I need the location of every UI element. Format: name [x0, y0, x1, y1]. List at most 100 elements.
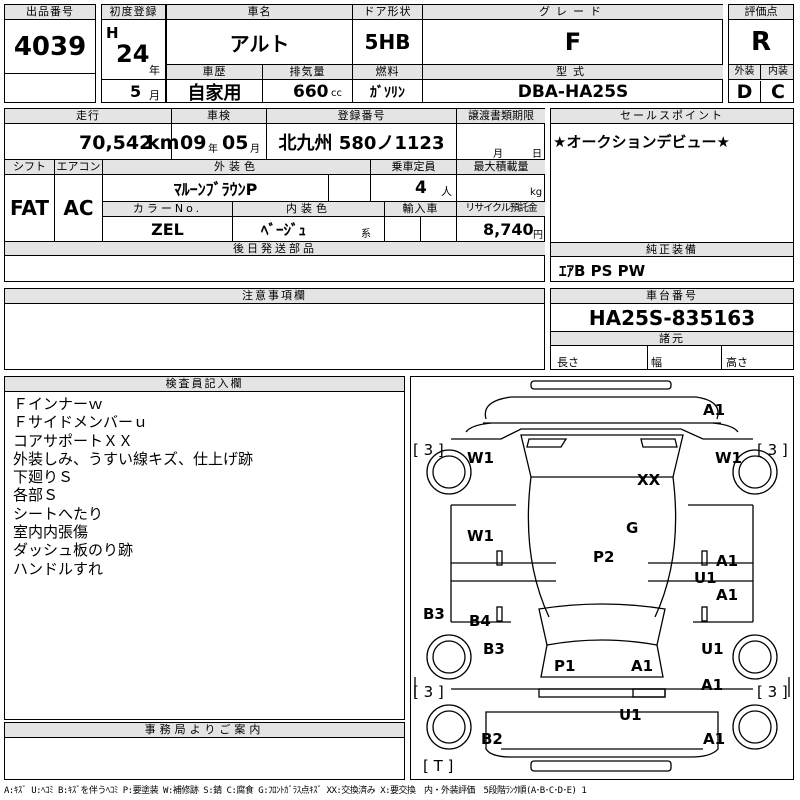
mark-u1-right: U1: [694, 569, 717, 587]
int-score: C: [771, 81, 785, 103]
office-label: 事務局よりご案内: [5, 723, 404, 738]
import-cell-2: [421, 217, 457, 241]
inspector-line: コアサポートＸＸ: [13, 431, 134, 450]
ext-score: D: [729, 81, 761, 103]
equipment-label: 純正装備: [551, 242, 793, 257]
grade: F: [423, 20, 723, 65]
displacement-unit: cc: [331, 88, 342, 99]
ac: AC: [55, 175, 103, 241]
int-color: ﾍﾞｰｼﾞｭ: [261, 221, 307, 239]
bracket-bottom-left: [ 3 ]: [413, 683, 444, 701]
mileage: 70,542: [79, 132, 153, 154]
displacement-label: 排気量: [263, 65, 353, 80]
mark-w1-mid: W1: [467, 527, 494, 545]
import-label: 輸入車: [385, 202, 457, 217]
displacement: 660: [293, 82, 329, 102]
later-parts-label: 後日発送部品: [5, 241, 545, 256]
inspection-month: 05: [222, 132, 249, 154]
mark-b3-left: B3: [423, 605, 445, 623]
int-color-cell: ﾍﾞｰｼﾞｭ 系: [233, 217, 385, 241]
mark-a1-right-2: A1: [716, 586, 739, 604]
inspection-label: 車検: [172, 109, 267, 124]
inspector-notes: Ｆインナーｗ Ｆサイドメンバーｕ コアサポートＸＸ 外装しみ、うすい線キズ、仕上…: [13, 395, 253, 578]
ext-color-label: 外装色: [103, 160, 371, 175]
bracket-top-right: [ 3 ]: [757, 441, 788, 459]
mark-u1-bottom: U1: [619, 706, 642, 724]
inspection-month-unit: 月: [250, 144, 260, 155]
mark-b3-mid: B3: [483, 640, 505, 658]
int-color-suffix: 系: [361, 229, 371, 240]
inspector-line: 各部Ｓ: [13, 486, 59, 505]
inspector-box: 検査員記入欄 Ｆインナーｗ Ｆサイドメンバーｕ コアサポートＸＸ 外装しみ、うす…: [4, 376, 405, 720]
model-label: 型式: [423, 65, 723, 80]
capacity-unit: 人: [441, 185, 452, 198]
first-reg-month-unit: 月: [149, 89, 160, 102]
first-reg-label: 初度登録: [102, 5, 165, 20]
recycle-label: リサイクル預託金: [457, 202, 545, 217]
inspector-line: 下廻りＳ: [13, 468, 74, 487]
mileage-unit: km: [147, 132, 180, 154]
legend: A:ｷｽﾞ U:ﾍｺﾐ B:ｷｽﾞを伴うﾍｺﾐ P:要塗装 W:補修跡 S:錆 …: [4, 786, 587, 796]
first-reg-month: 5: [130, 82, 142, 101]
lot-label: 出品番号: [5, 5, 95, 20]
top-grid: 車名 ドア形状 グレード アルト 5HB F 車歴 排気量 燃料 型式 自家用 …: [166, 4, 723, 104]
ext-score-label: 外装: [729, 65, 761, 79]
bracket-tailgate: [ T ]: [423, 757, 454, 775]
inspector-line: シートへたり: [13, 504, 104, 523]
mark-b2: B2: [481, 730, 503, 748]
mark-a1-bottom: A1: [703, 730, 726, 748]
equipment: ｴｱB PS PW: [559, 262, 646, 280]
plate-label: 登録番号: [267, 109, 457, 124]
door-label: ドア形状: [353, 5, 423, 20]
mark-a1-right-1: A1: [716, 552, 739, 570]
shift-label: シフト: [5, 160, 55, 175]
capacity: 4: [415, 178, 427, 198]
ext-color: ﾏﾙｰﾝﾌﾞﾗｳﾝP: [103, 175, 329, 202]
office-box: 事務局よりご案内: [4, 722, 405, 780]
chassis-label: 車台番号: [551, 289, 793, 304]
inspector-line: 外装しみ、うすい線キズ、仕上げ跡: [13, 449, 254, 468]
inspector-line: ハンドルすれ: [13, 559, 104, 578]
inspector-line: Ｆインナーｗ: [13, 395, 104, 413]
mileage-cell: 70,542 km: [5, 124, 179, 160]
spec-height-label: 高さ: [726, 356, 748, 369]
spec-divider-2: [721, 346, 722, 369]
max-load-label: 最大積載量: [457, 160, 545, 175]
mark-b4: B4: [469, 612, 491, 630]
first-reg-year: 24: [116, 40, 150, 68]
mark-w1-left: W1: [467, 449, 494, 467]
sales-point-box: セールスポイント ★オークションデビュー★ 純正装備 ｴｱB PS PW: [550, 108, 794, 282]
sales-point: ★オークションデビュー★: [553, 133, 730, 151]
displacement-cell: 660 cc: [263, 80, 353, 103]
inspector-line: 室内内張傷: [13, 523, 89, 542]
mark-p1: P1: [554, 657, 576, 675]
history-label: 車歴: [167, 65, 263, 80]
mark-a1-mid: A1: [631, 657, 654, 675]
mileage-label: 走行: [5, 109, 172, 124]
score-label: 評価点: [729, 5, 793, 20]
lot-box: 出品番号 4039: [4, 4, 96, 103]
fuel-label: 燃料: [353, 65, 423, 80]
ac-label: エアコン: [55, 160, 103, 175]
transfer-month-unit: 月: [493, 149, 503, 160]
import-cell: [385, 217, 421, 241]
mark-u1-right-2: U1: [701, 640, 724, 658]
inspection-year: 09: [180, 132, 207, 154]
first-reg-era: H: [106, 24, 119, 42]
chassis-number: HA25S-835163: [551, 304, 793, 332]
inspector-line: ダッシュ板のり跡: [13, 541, 134, 560]
sales-point-label: セールスポイント: [551, 109, 793, 124]
car-outline: [414, 380, 790, 772]
mark-a1-right-3: A1: [701, 676, 724, 694]
notes-box: 注意事項欄: [4, 288, 545, 370]
color-no: ZEL: [103, 217, 233, 241]
inspector-line: Ｆサイドメンバーｕ: [13, 413, 149, 432]
capacity-cell: 4 人: [371, 175, 457, 202]
shift: FAT: [5, 175, 55, 241]
mark-a1-top: A1: [703, 401, 726, 419]
bracket-top-left: [ 3 ]: [413, 441, 444, 459]
spec-length-label: 長さ: [557, 356, 579, 369]
inspector-label: 検査員記入欄: [5, 377, 404, 392]
fuel: ｶﾞｿﾘﾝ: [353, 80, 423, 103]
model: DBA-HA25S: [517, 81, 629, 102]
